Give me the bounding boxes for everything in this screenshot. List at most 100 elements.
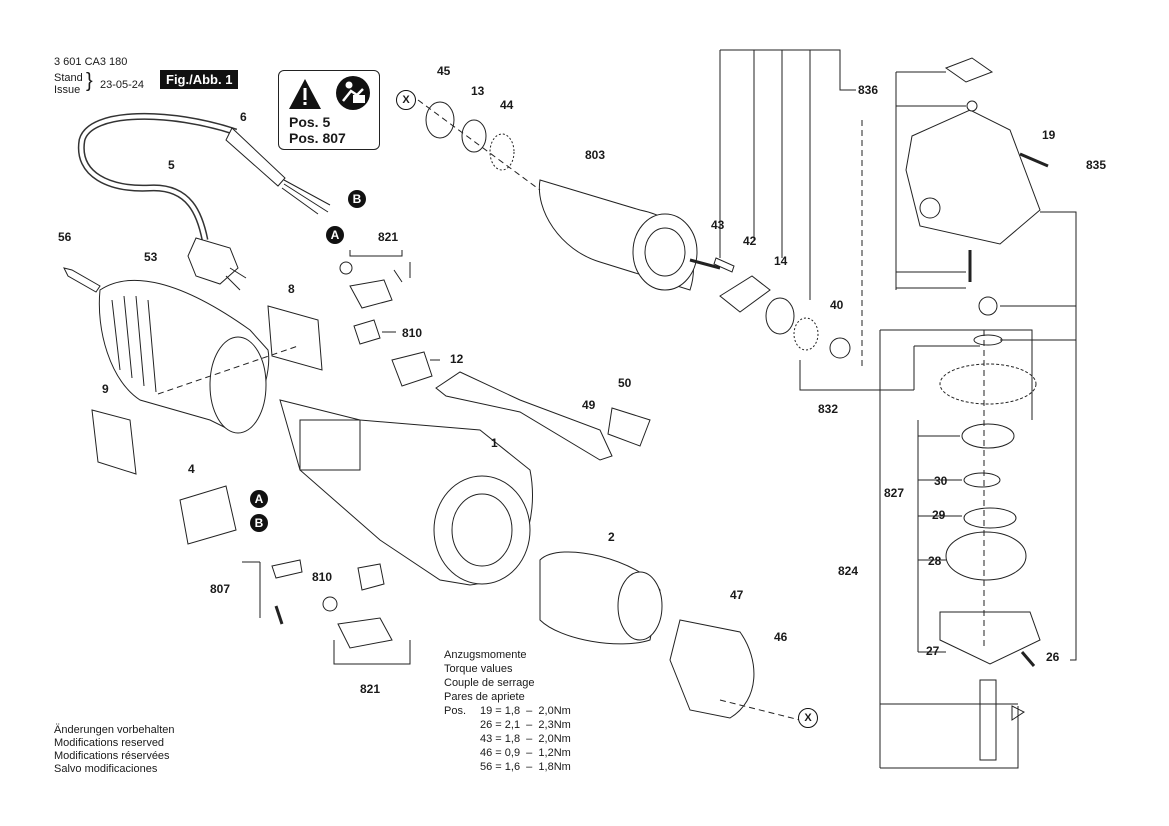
stand-label: Stand [54, 72, 83, 84]
part-label-1: 1 [491, 436, 498, 450]
part-label-824: 824 [838, 564, 859, 578]
part-label-27: 27 [926, 644, 940, 658]
gear-housing [905, 109, 1041, 245]
marker-b-upper: B [348, 190, 366, 208]
part-label-803: 803 [585, 148, 606, 162]
part-label-42: 42 [743, 234, 757, 248]
part-label-28: 28 [928, 554, 942, 568]
part-label-8: 8 [288, 282, 295, 296]
marker-x-upper: X [396, 90, 416, 110]
part-label-6: 6 [240, 110, 247, 124]
nut-40 [829, 337, 851, 359]
part-label-810-upper: 810 [402, 326, 423, 340]
switch-rod [435, 371, 613, 461]
marker-a-upper: A [326, 226, 344, 244]
pinion-39 [793, 317, 819, 351]
issue-date: 23-05-24 [100, 79, 145, 91]
torque-row: 46 = 0,9 – 1,2Nm [480, 747, 571, 759]
part-label-827: 827 [884, 486, 905, 500]
read-manual-icon [336, 76, 370, 110]
part-label-2: 2 [608, 530, 615, 544]
marker-a-lower: A [250, 490, 268, 508]
screw-56 [63, 267, 101, 293]
part-label-835: 835 [1086, 158, 1107, 172]
part-label-13: 13 [471, 84, 485, 98]
part-label-836: 836 [858, 83, 879, 97]
warning-box: Pos. 5 Pos. 807 [278, 70, 380, 150]
modifications-notice: Änderungen vorbehalten Modifications res… [54, 724, 174, 776]
part-label-26: 26 [1046, 650, 1060, 664]
torque-row: 43 = 1,8 – 2,0Nm [480, 733, 571, 745]
issue-label: Issue [54, 84, 81, 96]
bearing-45 [425, 101, 455, 139]
o-ring [945, 531, 1027, 581]
brush-holder-lower [337, 617, 393, 649]
part-label-832: 832 [818, 402, 839, 416]
bearing-flange-42 [719, 275, 771, 313]
part-label-19: 19 [1042, 128, 1056, 142]
bearing-flange-27 [939, 611, 1041, 665]
part-label-44: 44 [500, 98, 514, 112]
part-label-30: 30 [934, 474, 948, 488]
bearing-wheel [961, 423, 1015, 449]
part-label-807: 807 [210, 582, 231, 596]
marker-x-lower: X [798, 708, 818, 728]
part-label-40: 40 [830, 298, 844, 312]
spindle [979, 679, 997, 761]
pinion-44 [489, 133, 515, 171]
carbon-brush-lower [357, 563, 385, 591]
torque-values-block: Anzugsmomente Torque values Couple de se… [444, 648, 571, 774]
torque-heading-en: Torque values [444, 663, 513, 675]
cable-clamp-807 [271, 559, 303, 579]
retaining-ring [963, 507, 1017, 529]
part-label-43: 43 [711, 218, 725, 232]
torque-pos-label: Pos. [444, 705, 467, 717]
part-label-12: 12 [450, 352, 464, 366]
torque-heading-de: Anzugsmomente [444, 649, 527, 661]
notice-fr: Modifications réservées [54, 750, 170, 762]
plug [187, 237, 239, 285]
document-number: 3 601 CA3 180 [54, 56, 128, 68]
part-label-810-lower: 810 [312, 570, 333, 584]
bearing-13 [461, 119, 487, 153]
gear-cover-plate [944, 57, 994, 83]
torque-row: 56 = 1,6 – 1,8Nm [480, 761, 571, 773]
brush-holder-upper [349, 279, 393, 309]
warning-pos-5: Pos. 5 [289, 114, 331, 130]
bearing-14 [765, 297, 795, 335]
switch-50 [607, 407, 651, 447]
label-foil-8 [267, 305, 323, 371]
torque-heading-fr: Couple de serrage [444, 677, 535, 689]
power-cord [77, 112, 238, 241]
marker-b-lower: B [250, 514, 268, 532]
notice-de: Änderungen vorbehalten [54, 724, 175, 736]
warning-triangle-icon [289, 79, 321, 109]
part-label-9: 9 [102, 382, 109, 396]
part-label-14: 14 [774, 254, 788, 268]
notice-es: Salvo modificaciones [54, 763, 158, 775]
part-label-47: 47 [730, 588, 744, 602]
part-label-821-upper: 821 [378, 230, 399, 244]
part-label-56: 56 [58, 230, 72, 244]
capacitor [179, 485, 237, 545]
part-label-45: 45 [437, 64, 451, 78]
part-label-4: 4 [188, 462, 195, 476]
torque-row: 26 = 2,1 – 2,3Nm [480, 719, 571, 731]
torque-row: 19 = 1,8 – 2,0Nm [480, 705, 571, 717]
torque-heading-es: Pares de apriete [444, 691, 525, 703]
cord-strain-relief [225, 127, 286, 187]
label-foil-9 [91, 409, 137, 475]
warning-pos-807: Pos. 807 [289, 130, 346, 146]
interference-suppressor [391, 351, 433, 387]
part-label-49: 49 [582, 398, 596, 412]
screw-43 [713, 257, 735, 273]
carbon-brush-upper [353, 319, 381, 345]
part-label-46: 46 [774, 630, 788, 644]
part-label-821-lower: 821 [360, 682, 381, 696]
brace: } [86, 70, 93, 92]
bevel-gear [939, 363, 1037, 405]
part-label-53: 53 [144, 250, 158, 264]
notice-en: Modifications reserved [54, 737, 165, 749]
air-baffle [669, 619, 755, 719]
